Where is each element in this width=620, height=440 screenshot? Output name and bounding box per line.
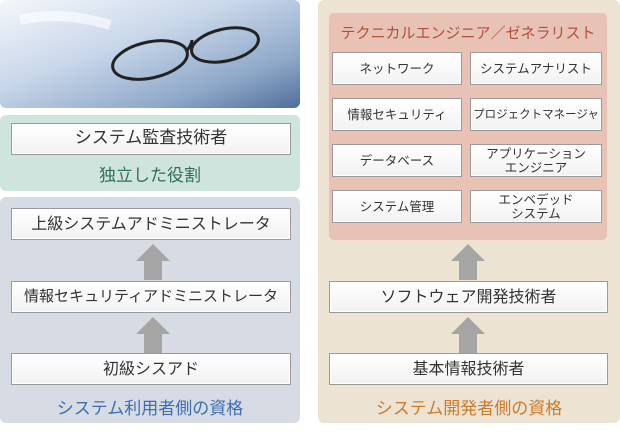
- engineer-box[interactable]: ネットワーク: [332, 52, 462, 85]
- glasses-icon: [18, 11, 260, 81]
- dev-qualification-box[interactable]: 基本情報技術者: [329, 353, 608, 385]
- dev-qualification-box[interactable]: ソフトウェア開発技術者: [329, 281, 608, 313]
- arrow-up-icon: [451, 244, 485, 280]
- arrow-up-icon: [136, 317, 170, 353]
- user-qualification-box[interactable]: 初級シスアド: [11, 353, 291, 385]
- header-photo-glasses: [0, 0, 300, 108]
- user-qualification-box[interactable]: 上級システムアドミニストレータ: [11, 208, 291, 240]
- dev-side-label: システム開発者側の資格: [375, 399, 563, 419]
- engineer-box[interactable]: データベース: [332, 144, 462, 177]
- engineer-box[interactable]: システム管理: [332, 190, 462, 223]
- engineer-box[interactable]: 情報セキュリティ: [332, 98, 462, 131]
- engineer-title: テクニカルエンジニア／ゼネラリスト: [340, 24, 596, 42]
- user-qualification-box[interactable]: 情報セキュリティアドミニストレータ: [11, 281, 291, 313]
- audit-label: 独立した役割: [99, 166, 201, 186]
- engineer-box[interactable]: アプリケーション エンジニア: [470, 144, 602, 177]
- engineer-box[interactable]: プロジェクトマネージャ: [470, 98, 602, 131]
- arrow-up-icon: [136, 244, 170, 280]
- engineer-box[interactable]: システムアナリスト: [470, 52, 602, 85]
- arrow-up-icon: [451, 317, 485, 353]
- user-side-label: システム利用者側の資格: [56, 399, 244, 419]
- audit-qualification-box[interactable]: システム監査技術者: [11, 123, 291, 155]
- engineer-box[interactable]: エンベデッド システム: [470, 190, 602, 223]
